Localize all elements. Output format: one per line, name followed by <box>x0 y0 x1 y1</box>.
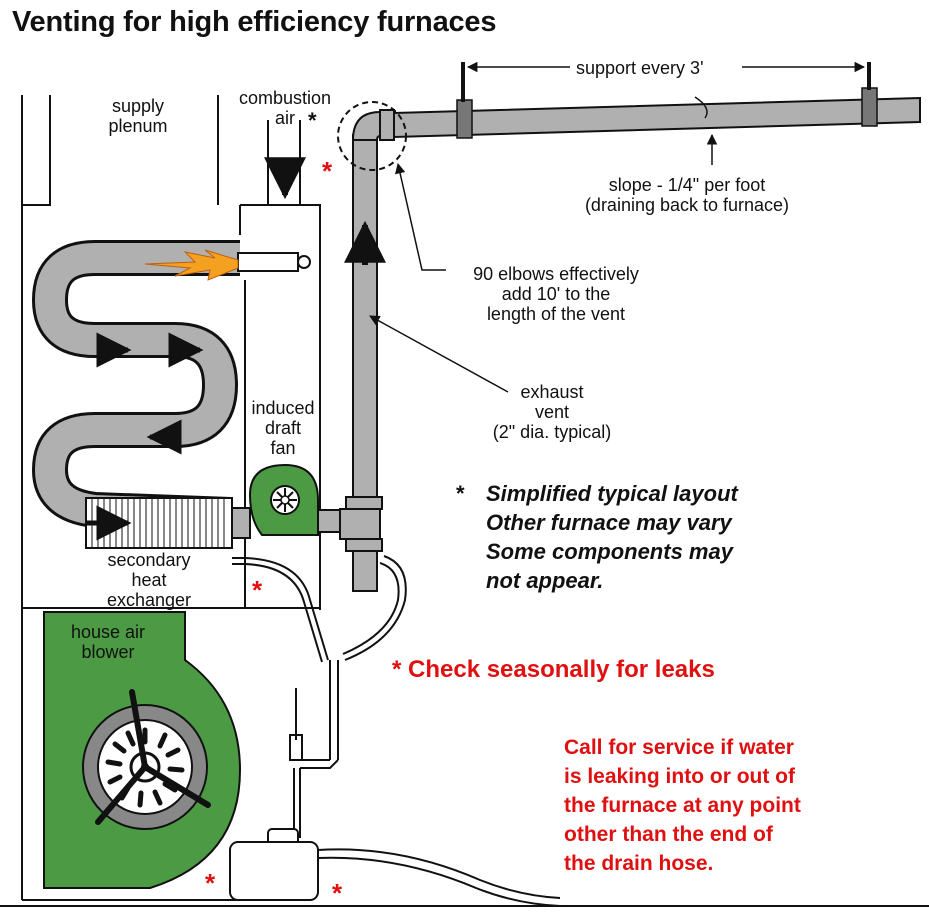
label-support: support every 3' <box>576 58 704 78</box>
secondary-heat-exchanger <box>85 497 251 549</box>
note-line: not appear. <box>486 568 604 593</box>
exhaust-vent-pipe <box>339 134 386 592</box>
condensate-pump <box>229 828 319 901</box>
combustion-air-inlet <box>264 120 306 205</box>
note-line: Other furnace may vary <box>486 510 732 535</box>
burner <box>144 249 311 281</box>
diagram-title: Venting for high efficiency furnaces <box>12 6 497 38</box>
check-seasonally-warning: * Check seasonally for leaks <box>392 656 715 683</box>
horizontal-vent-pipe <box>337 62 921 171</box>
red-asterisk-fan: * <box>252 575 263 605</box>
note-line: Simplified typical layout <box>486 481 738 506</box>
induced-draft-fan <box>248 463 347 536</box>
flame-icon <box>144 249 239 281</box>
call-for-service-warning: Call for service if water is leaking int… <box>564 736 801 875</box>
label-induced-draft-fan: induced draft fan <box>251 398 315 458</box>
condensate-hoses <box>232 555 561 907</box>
label-supply-plenum: supply plenum <box>108 96 168 136</box>
simplified-layout-note: * Simplified typical layout Other furnace… <box>456 479 738 595</box>
note-marker: * <box>456 481 465 506</box>
callout-lines <box>369 61 866 393</box>
label-secondary-heat-exchanger: secondary heat exchanger <box>106 550 192 610</box>
label-elbows: 90 elbows effectively add 10' to the len… <box>473 264 639 324</box>
red-asterisk-elbow: * <box>322 156 333 186</box>
primary-heat-exchanger <box>32 240 240 533</box>
red-asterisk-pump-left: * <box>205 868 216 898</box>
label-exhaust-vent: exhaust vent (2" dia. typical) <box>492 382 612 442</box>
house-air-blower <box>43 611 242 889</box>
note-line: Some components may <box>486 539 733 564</box>
furnace-cabinet <box>0 95 929 907</box>
label-house-air-blower: house air blower <box>70 622 146 662</box>
black-asterisk: * <box>308 108 317 133</box>
red-asterisk-pump-right: * <box>332 878 343 908</box>
label-combustion-air: combustion air <box>238 88 332 128</box>
label-slope: slope - 1/4" per foot (draining back to … <box>584 175 790 215</box>
